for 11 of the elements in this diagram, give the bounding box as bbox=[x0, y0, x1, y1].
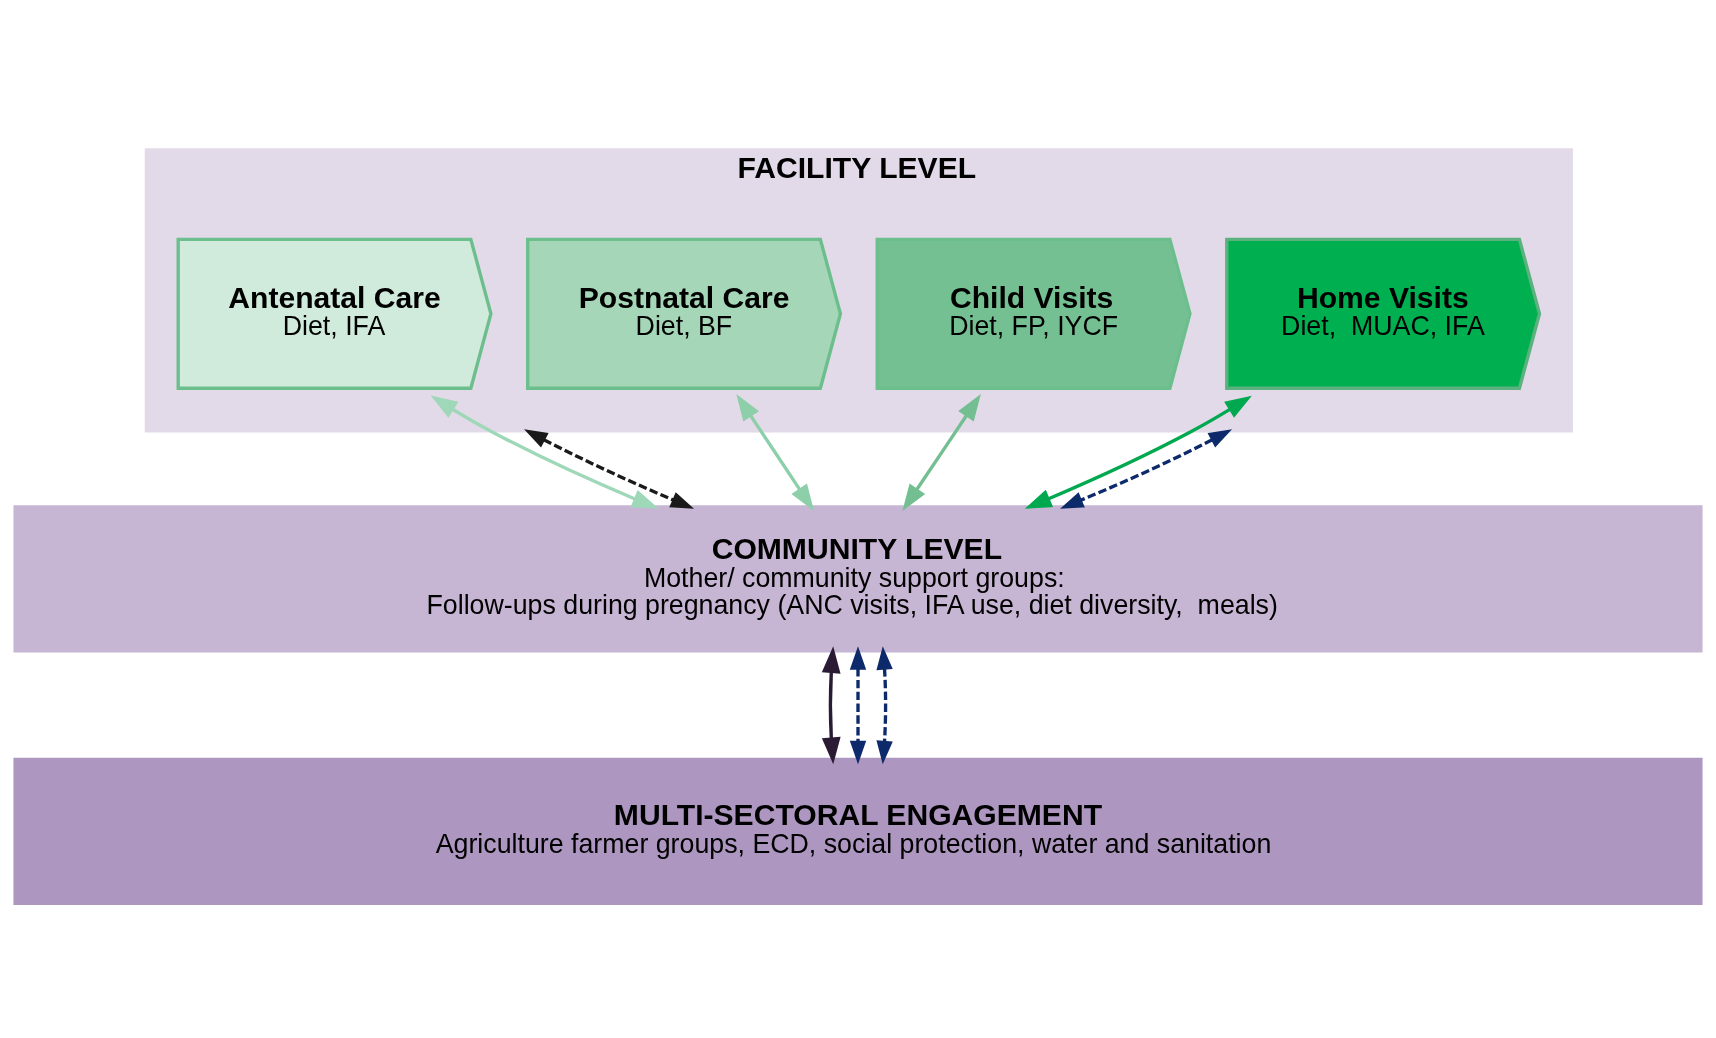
arrow bbox=[1024, 395, 1252, 509]
arrow bbox=[849, 645, 867, 764]
arrow bbox=[1060, 428, 1233, 509]
node-box: MULTI-SECTORAL ENGAGEMENT Agriculture farmer groups, ECD, social protection, water and sanitation bbox=[13, 757, 1703, 905]
arrow bbox=[821, 645, 841, 764]
arrow bbox=[430, 395, 659, 509]
arrow bbox=[524, 428, 695, 509]
arrow bbox=[902, 393, 981, 511]
arrow bbox=[876, 645, 893, 764]
arrow bbox=[736, 393, 814, 511]
node-box: COMMUNITY LEVEL Mother/ community support groups: Follow-ups during pregnancy (ANC visits, IFA use, diet diversity, meals) bbox=[13, 504, 1703, 652]
